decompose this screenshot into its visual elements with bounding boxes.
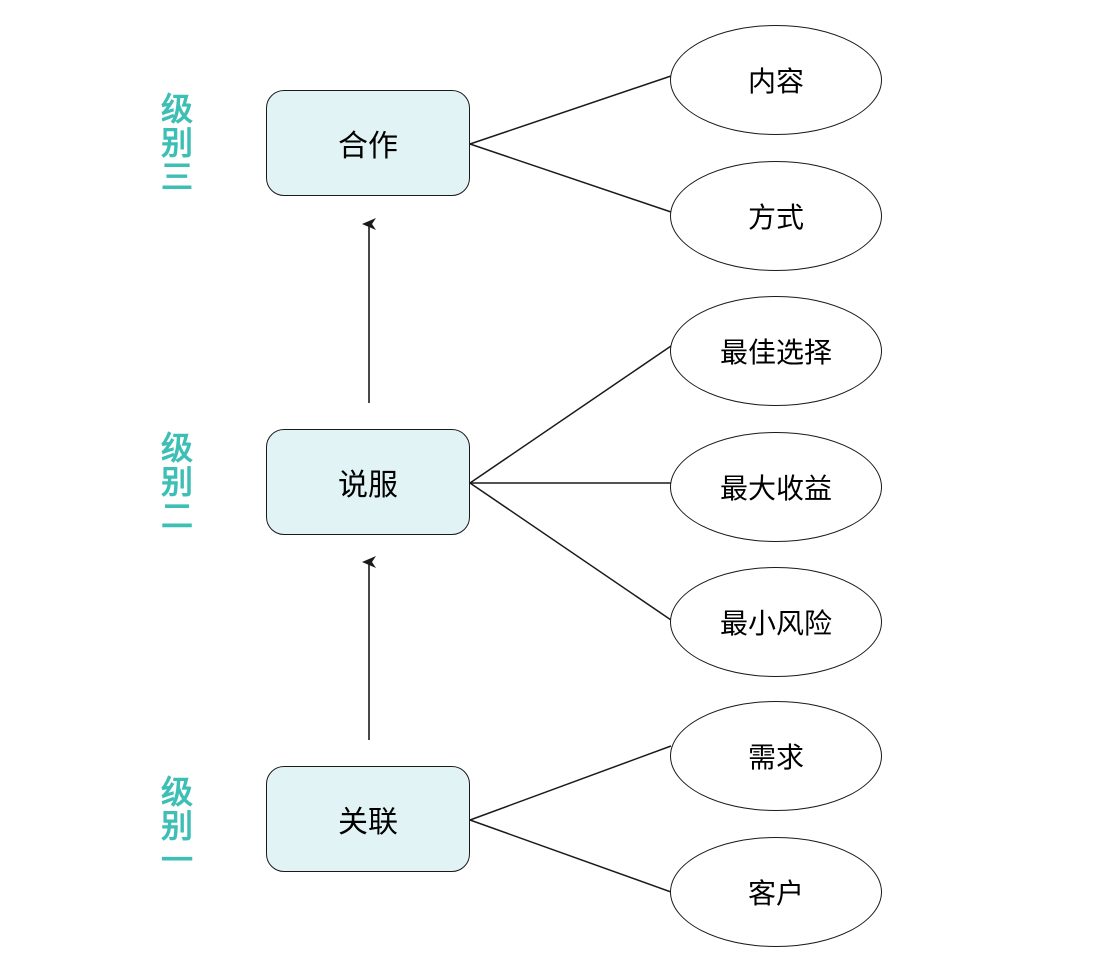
node-shuofu: 说服	[266, 429, 470, 535]
connector-shuofu-zuijia	[469, 345, 672, 484]
level-label-three: 级别三	[160, 90, 193, 196]
leaf-zuida-shouyi: 最大收益	[670, 432, 882, 542]
connector-shuofu-zuixiao	[469, 482, 672, 621]
connector-guanlian-xuqiu	[469, 745, 672, 821]
leaf-neirong: 内容	[670, 25, 882, 135]
leaf-xuqiu: 需求	[670, 701, 882, 811]
leaf-fangshi: 方式	[670, 161, 882, 271]
connector-guanlian-kehu	[469, 819, 672, 893]
leaf-kehu: 客户	[670, 837, 882, 947]
connector-hezuo-fangshi	[469, 143, 672, 213]
leaf-zuixiao-fengxian: 最小风险	[670, 567, 882, 677]
level-label-one: 级别一	[160, 773, 193, 879]
node-hezuo: 合作	[266, 90, 470, 196]
leaf-zuijia-xuanze: 最佳选择	[670, 296, 882, 406]
connector-hezuo-neirong	[469, 75, 672, 145]
level-label-two: 级别二	[160, 429, 193, 535]
node-guanlian: 关联	[266, 766, 470, 872]
